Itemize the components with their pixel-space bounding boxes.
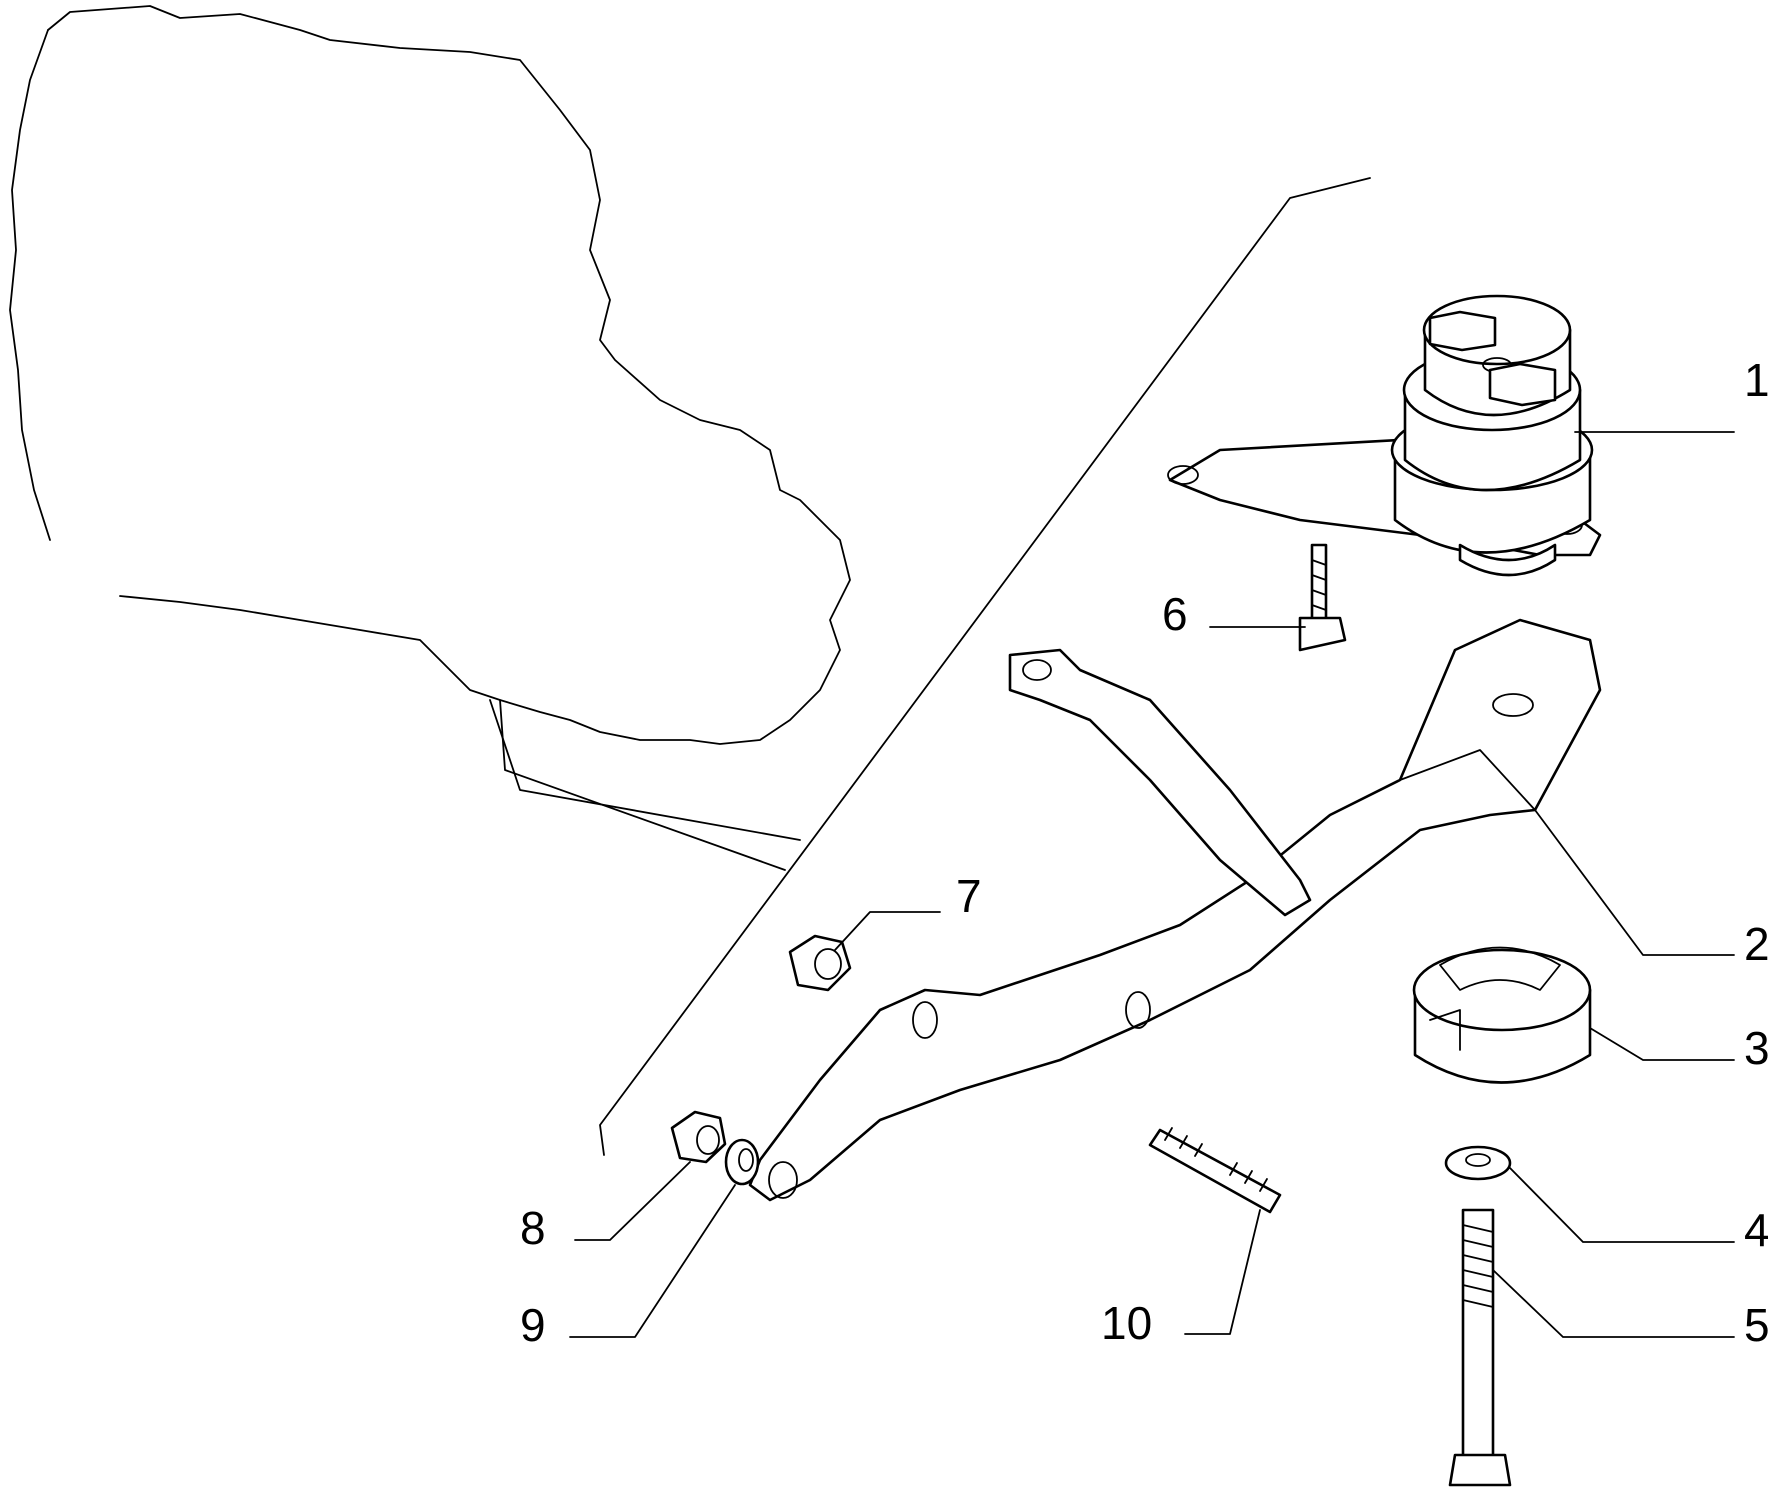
callout-2: 2: [1744, 918, 1768, 970]
callout-4: 4: [1744, 1204, 1768, 1256]
engine-mount: [1167, 294, 1602, 577]
callout-9: 9: [520, 1299, 546, 1351]
rubber-pad: [1412, 946, 1592, 1084]
leader-10: [1184, 1209, 1261, 1335]
callout-10: 10: [1101, 1297, 1152, 1349]
callout-7: 7: [956, 870, 982, 922]
stud: [1148, 1127, 1282, 1214]
gearbox-outline-lower: [9, 29, 51, 541]
gearbox-leader-2: [499, 699, 786, 871]
support-bracket: [748, 618, 1602, 1202]
callout-1: 1: [1744, 354, 1768, 406]
callout-3: 3: [1744, 1022, 1768, 1074]
leader-5: [1492, 1269, 1735, 1338]
leader-3: [1589, 1027, 1735, 1061]
gearbox-leader: [489, 699, 801, 841]
callout-5: 5: [1744, 1299, 1768, 1351]
boundary-line: [599, 177, 1371, 1156]
spring-washer: [724, 1138, 760, 1186]
leader-8: [574, 1161, 691, 1241]
leader-2: [1534, 809, 1735, 956]
flange-screw: [1298, 543, 1347, 652]
gearbox-outline: [47, 5, 851, 745]
long-bolt: [1448, 1208, 1512, 1487]
leader-7: [834, 911, 941, 951]
leader-4: [1509, 1167, 1735, 1243]
washer: [1444, 1145, 1512, 1181]
leader-9: [569, 1184, 736, 1338]
callout-6: 6: [1162, 588, 1188, 640]
nut-8: [670, 1110, 727, 1164]
callout-8: 8: [520, 1202, 546, 1254]
